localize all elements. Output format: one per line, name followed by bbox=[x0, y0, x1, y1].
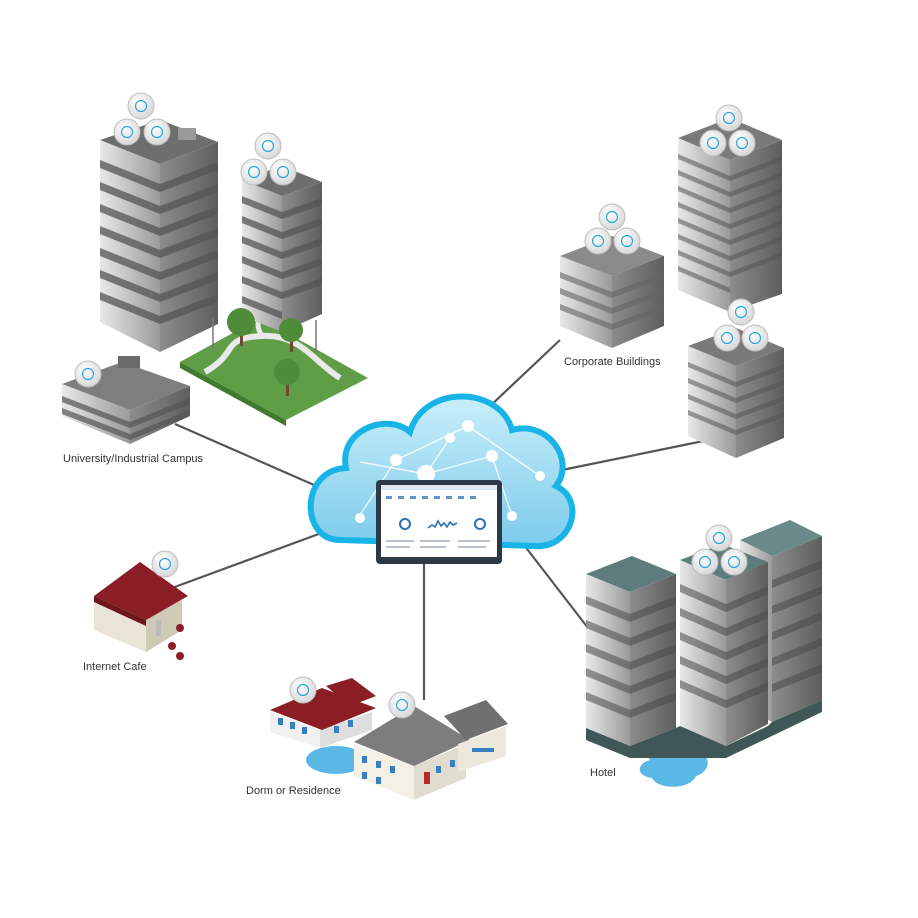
connection-lines bbox=[171, 339, 719, 700]
link-corporate-2 bbox=[561, 436, 719, 472]
site-label-corporate: Corporate Buildings bbox=[564, 356, 661, 368]
wifi-access-point-icon bbox=[240, 158, 268, 186]
hotel-towers-icon bbox=[586, 520, 822, 787]
wifi-access-point-icon bbox=[584, 227, 612, 255]
link-hotel bbox=[523, 544, 589, 629]
wifi-access-point-icon bbox=[74, 360, 102, 388]
site-label-dorm: Dorm or Residence bbox=[246, 785, 341, 797]
campus-buildings-icon bbox=[62, 92, 368, 444]
wifi-access-point-icon bbox=[691, 548, 719, 576]
wifi-access-point-icon bbox=[269, 158, 297, 186]
link-campus bbox=[174, 422, 331, 494]
wifi-access-point-icon bbox=[388, 691, 416, 719]
cloud-dashboard-icon bbox=[307, 393, 576, 564]
wifi-access-point-icon bbox=[254, 132, 282, 160]
wifi-access-point-icon bbox=[741, 324, 769, 352]
site-label-campus: University/Industrial Campus bbox=[63, 453, 203, 465]
wifi-access-point-icon bbox=[705, 524, 733, 552]
link-cafe bbox=[171, 526, 336, 590]
wifi-access-point-icon bbox=[699, 129, 727, 157]
office-towers-icon bbox=[560, 104, 784, 458]
wifi-access-point-icon bbox=[715, 104, 743, 132]
wifi-access-point-icon bbox=[727, 298, 755, 326]
wifi-access-point-icon bbox=[143, 118, 171, 146]
site-label-cafe: Internet Cafe bbox=[83, 661, 147, 673]
wifi-access-point-icon bbox=[151, 550, 179, 578]
tree-icon bbox=[227, 308, 303, 396]
wifi-access-point-icon bbox=[289, 676, 317, 704]
wifi-access-point-icon bbox=[728, 129, 756, 157]
site-label-hotel: Hotel bbox=[590, 767, 616, 779]
cafe-building-icon bbox=[94, 550, 188, 660]
wifi-access-point-icon bbox=[713, 324, 741, 352]
wifi-access-point-icon bbox=[113, 118, 141, 146]
house-icon bbox=[270, 676, 508, 800]
wifi-access-point-icon bbox=[598, 203, 626, 231]
wifi-access-point-icon bbox=[720, 548, 748, 576]
link-corporate bbox=[487, 339, 561, 409]
wifi-access-point-icon bbox=[613, 227, 641, 255]
wifi-access-point-icon bbox=[127, 92, 155, 120]
